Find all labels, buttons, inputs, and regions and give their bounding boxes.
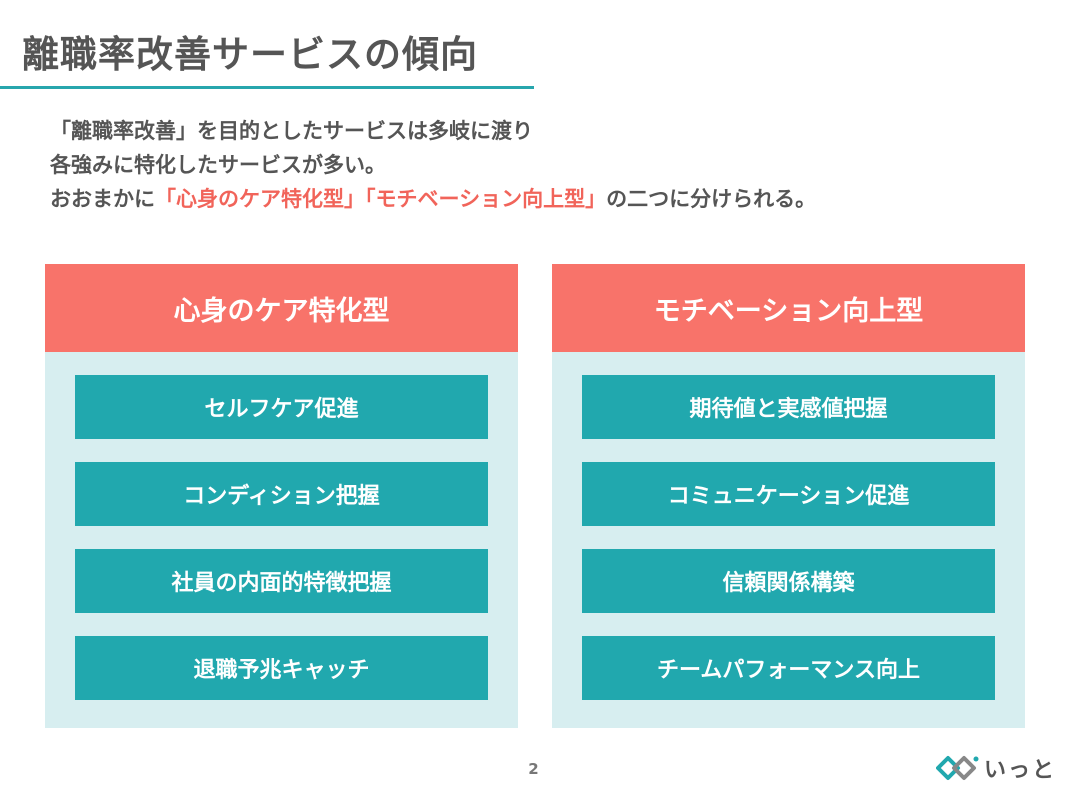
list-item: セルフケア促進	[75, 375, 488, 439]
column-header: モチベーション向上型	[552, 264, 1025, 352]
itto-logo-icon	[936, 756, 979, 780]
list-item: コンディション把握	[75, 462, 488, 526]
intro-highlight: 「心身のケア特化型」「モチベーション向上型」	[155, 187, 607, 211]
column-item-list: 期待値と実感値把握 コミュニケーション促進 信頼関係構築 チームパフォーマンス向…	[582, 375, 995, 723]
list-item: コミュニケーション促進	[582, 462, 995, 526]
intro-text: 「離職率改善」を目的としたサービスは多岐に渡り 各強みに特化したサービスが多い。…	[50, 114, 816, 216]
intro-line-1: 「離職率改善」を目的としたサービスは多岐に渡り	[50, 119, 533, 143]
column-item-list: セルフケア促進 コンディション把握 社員の内面的特徴把握 退職予兆キャッチ	[75, 375, 488, 723]
intro-line-3: おおまかに「心身のケア特化型」「モチベーション向上型」の二つに分けられる。	[50, 182, 816, 216]
column-motivation: モチベーション向上型 期待値と実感値把握 コミュニケーション促進 信頼関係構築 …	[552, 264, 1025, 728]
list-item: 退職予兆キャッチ	[75, 636, 488, 700]
logo: いっと	[936, 748, 1056, 788]
logo-text: いっと	[984, 758, 1057, 783]
column-header: 心身のケア特化型	[45, 264, 518, 352]
list-item: 信頼関係構築	[582, 549, 995, 613]
column-mind-body-care: 心身のケア特化型 セルフケア促進 コンディション把握 社員の内面的特徴把握 退職…	[45, 264, 518, 728]
intro-line-3-prefix: おおまかに	[50, 187, 155, 211]
intro-line-2: 各強みに特化したサービスが多い。	[50, 153, 386, 177]
title-underline	[0, 86, 534, 89]
intro-line-3-suffix: の二つに分けられる。	[606, 187, 817, 211]
page-number: 2	[528, 760, 539, 778]
list-item: 期待値と実感値把握	[582, 375, 995, 439]
page-title: 離職率改善サービスの傾向	[22, 33, 478, 76]
list-item: 社員の内面的特徴把握	[75, 549, 488, 613]
list-item: チームパフォーマンス向上	[582, 636, 995, 700]
